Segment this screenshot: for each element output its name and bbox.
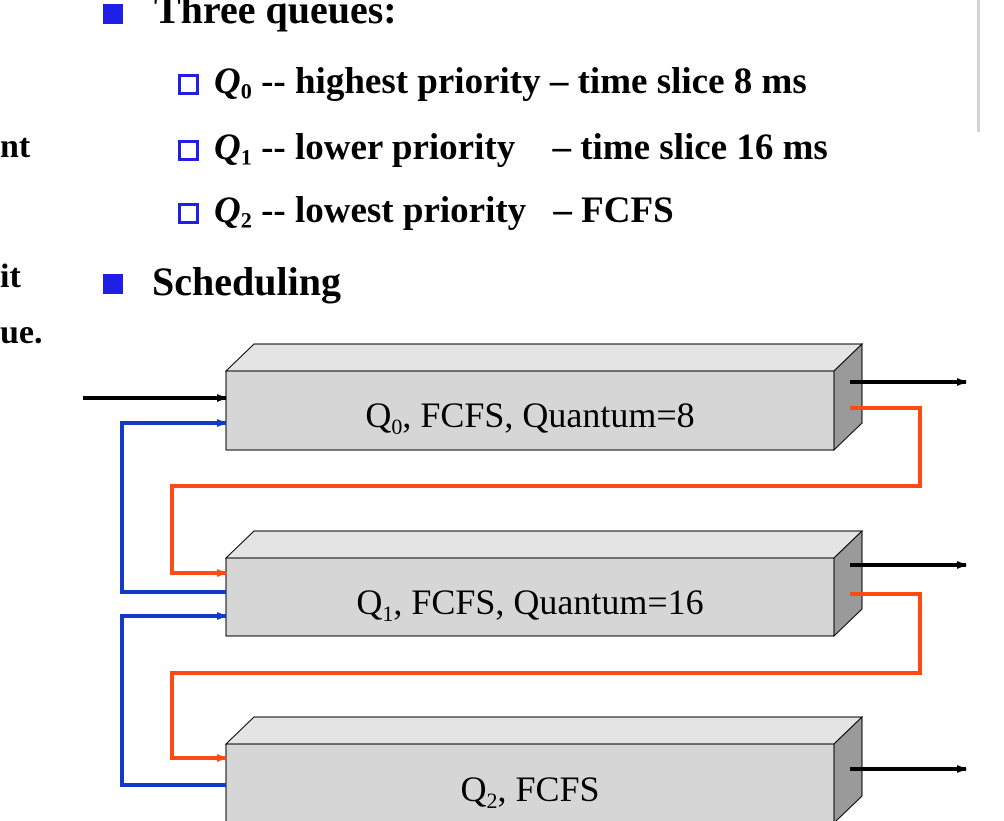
- box-face: [225, 557, 835, 637]
- queue-sub: 0: [240, 78, 252, 104]
- queue-name: Q: [214, 190, 241, 231]
- promote-arrow-1: [120, 612, 227, 787]
- demote-arrow-1: [170, 592, 922, 762]
- left-cut-text-1: nt: [0, 128, 31, 165]
- queue-line-2: Q2 -- lowest priority – FCFS: [214, 189, 674, 234]
- box-sub: 0: [391, 414, 402, 439]
- box-top: [224, 530, 864, 559]
- box-text: , FCFS: [497, 769, 599, 809]
- left-cut-text-2: it: [0, 258, 21, 295]
- promote-arrow-0: [120, 419, 227, 594]
- heading-three-queues: Three queues:: [154, 0, 397, 32]
- box-sub: 1: [382, 601, 393, 626]
- queue-slice: – time slice 16 ms: [552, 127, 828, 168]
- bullet-square-icon: [103, 274, 123, 294]
- box-top: [224, 343, 864, 372]
- box-q: Q: [460, 769, 486, 809]
- queue-box-2: Q2, FCFS: [224, 715, 864, 821]
- box-text: , FCFS, Quantum=8: [402, 395, 694, 435]
- hollow-bullet-icon: [178, 203, 199, 224]
- hollow-bullet-icon: [178, 140, 199, 161]
- queue-box-0: Q0, FCFS, Quantum=8: [224, 342, 864, 452]
- box-label: Q0, FCFS, Quantum=8: [365, 395, 694, 439]
- box-face: [225, 743, 835, 821]
- queue-desc: -- lower priority: [261, 127, 516, 168]
- box-face: [225, 370, 835, 451]
- left-cut-text-3: ue.: [0, 314, 43, 351]
- hollow-bullet-icon: [178, 74, 199, 95]
- queue-slice: – FCFS: [553, 190, 674, 231]
- queue-slice: – time slice 8 ms: [549, 61, 807, 102]
- queue-name: Q: [214, 127, 241, 168]
- box-label: Q2, FCFS: [460, 769, 599, 813]
- queue-box-1: Q1, FCFS, Quantum=16: [224, 529, 864, 638]
- queue-sub: 2: [240, 207, 252, 233]
- right-edge-divider: [977, 0, 980, 132]
- heading-scheduling: Scheduling: [152, 259, 341, 304]
- box-q: Q: [356, 582, 382, 622]
- box-label: Q1, FCFS, Quantum=16: [356, 582, 703, 626]
- bullet-square-icon: [103, 4, 123, 24]
- box-text: , FCFS, Quantum=16: [393, 582, 703, 622]
- box-top: [224, 716, 864, 745]
- queue-line-0: Q0 -- highest priority – time slice 8 ms: [214, 60, 807, 105]
- queue-sub: 1: [240, 144, 252, 170]
- box-q: Q: [365, 395, 391, 435]
- box-sub: 2: [486, 788, 497, 813]
- queue-desc: -- highest priority: [261, 61, 541, 102]
- queue-name: Q: [214, 61, 241, 102]
- demote-arrow-0: [170, 406, 922, 577]
- queue-line-1: Q1 -- lower priority – time slice 16 ms: [214, 126, 828, 171]
- queue-desc: -- lowest priority: [261, 190, 527, 231]
